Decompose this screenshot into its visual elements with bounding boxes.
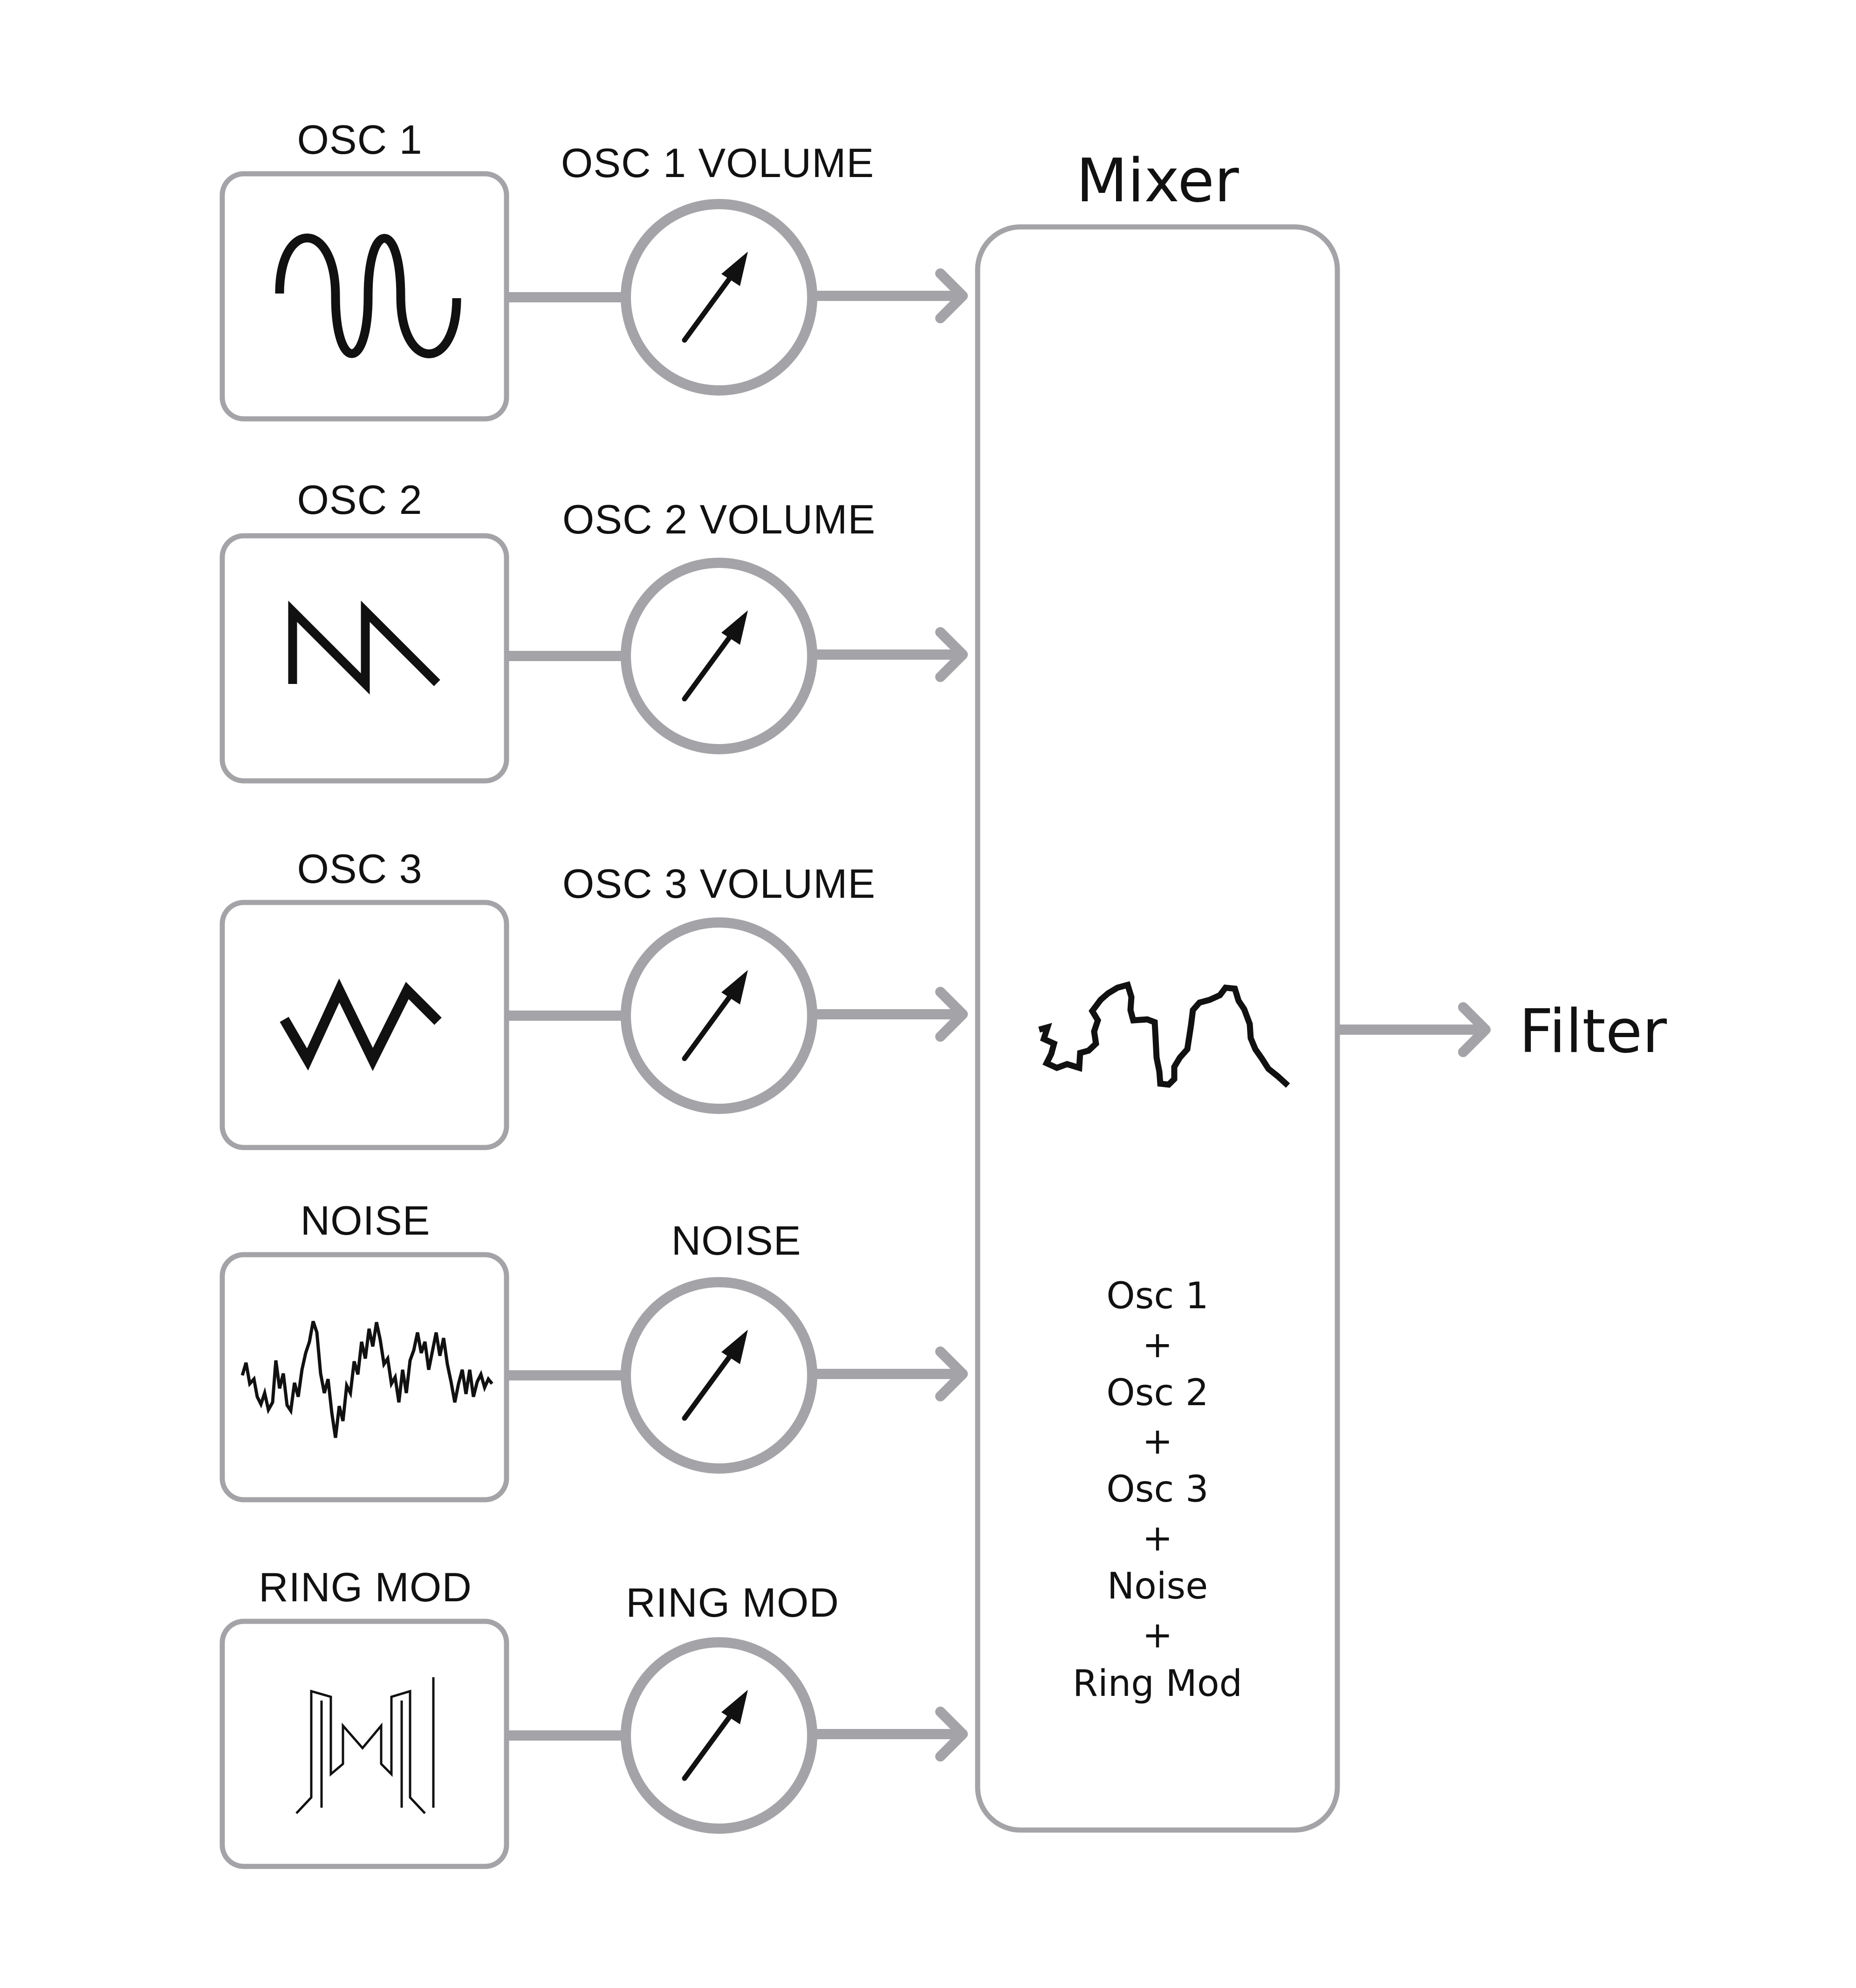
noise-wave-icon: [240, 1320, 493, 1438]
channel-noise: NOISE NOISE: [219, 1197, 968, 1503]
knob-needle: [682, 1711, 734, 1781]
source-label: OSC 3: [297, 846, 422, 892]
source-box: [219, 900, 509, 1150]
volume-arrowhead: [935, 627, 968, 682]
mixer-sum-line: +: [1142, 1517, 1172, 1559]
mixer-sum-line: Osc 3: [1106, 1469, 1208, 1510]
volume-label: RING MOD: [626, 1579, 839, 1626]
volume-arrowhead: [935, 268, 968, 323]
source-label: OSC 1: [297, 116, 422, 163]
volume-arrowhead: [935, 1346, 968, 1401]
needle-tip-icon: [721, 970, 748, 1004]
needle-tip-icon: [721, 1690, 748, 1724]
volume-label: OSC 1 VOLUME: [561, 140, 874, 186]
knob-needle: [682, 991, 734, 1061]
mixer-title: Mixer: [1076, 146, 1239, 216]
source-box: [219, 1619, 509, 1869]
mixer-sum-line: Osc 2: [1106, 1372, 1208, 1414]
mixer-sum-line: Osc 1: [1106, 1275, 1208, 1317]
output-arrowhead: [1458, 1002, 1491, 1057]
volume-label: OSC 3 VOLUME: [562, 861, 876, 907]
mixer-sum-line: +: [1142, 1324, 1172, 1366]
volume-label: NOISE: [671, 1217, 801, 1264]
needle-tip-icon: [721, 610, 748, 645]
triangle-wave-icon: [280, 978, 442, 1071]
filter-label: Filter: [1519, 997, 1667, 1066]
source-label: RING MOD: [259, 1564, 472, 1610]
sawtooth-wave-icon: [288, 601, 440, 695]
knob-needle: [682, 1351, 734, 1421]
channel-osc-1: OSC 1 OSC 1 VOLUME: [219, 116, 968, 422]
knob-needle: [682, 273, 734, 343]
channel-osc-3: OSC 3 OSC 3 VOLUME: [219, 846, 968, 1150]
mixer-sum-line: Noise: [1107, 1565, 1208, 1607]
needle-tip-icon: [721, 252, 748, 286]
volume-arrowhead: [935, 1707, 968, 1762]
sine-wave-icon: [275, 233, 461, 358]
volume-label: OSC 2 VOLUME: [562, 496, 876, 542]
channel-osc-2: OSC 2 OSC 2 VOLUME: [219, 477, 968, 784]
mixer-sum-line: Ring Mod: [1073, 1663, 1242, 1705]
source-label: NOISE: [301, 1197, 431, 1243]
knob-needle: [682, 632, 734, 702]
channel-ring-mod: RING MOD RING MOD: [219, 1564, 968, 1869]
volume-arrowhead: [935, 987, 968, 1042]
source-label: OSC 2: [297, 477, 422, 523]
mixer-sum-line: +: [1142, 1421, 1172, 1462]
mixed-wave-icon: [1038, 981, 1290, 1088]
needle-tip-icon: [721, 1330, 748, 1364]
mixer-sum-line: +: [1142, 1614, 1172, 1656]
ring-mod-wave-icon: [295, 1677, 435, 1814]
